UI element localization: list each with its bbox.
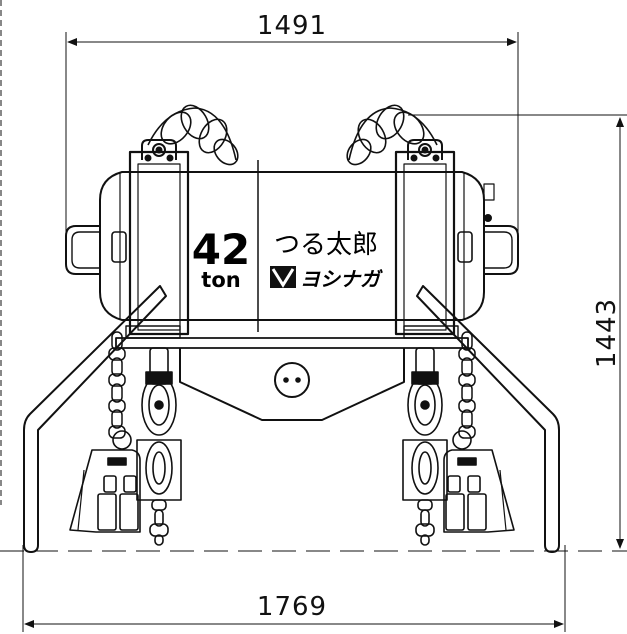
top-chain-left [147,104,239,166]
center-hole [274,362,310,398]
pulley-left [136,347,182,546]
product-name: つる太郎 [274,230,378,260]
hanging-chain-right [458,331,476,439]
hanging-chain-left [108,331,126,439]
capacity-number: 42 [192,225,250,274]
top-chain-right [346,104,438,166]
handle-right [484,225,519,275]
brand-logo: ヨシナガ [270,266,383,291]
clamp-jaw-left [69,430,141,533]
handle-left [65,225,100,275]
clamp-jaw-right [443,430,515,533]
dimension-top-label: 1491 [257,11,327,41]
guard-rail-left [23,285,167,553]
dimension-bottom: 1769 [22,545,566,632]
brand-name: ヨシナガ [300,267,383,291]
cross-bar [115,337,469,349]
guard-rail-right [416,285,560,553]
dimension-bottom-label: 1769 [257,592,327,622]
eyebolt-right [407,139,443,162]
lower-plate [179,348,405,421]
lifting-clamp-drawing [23,104,560,553]
capacity-unit: ton [201,268,240,292]
dimension-right: 1443 [408,114,627,549]
dimension-right-label: 1443 [592,298,622,368]
eyebolt-left [141,139,177,162]
main-body [99,171,485,321]
brand-logo-icon [270,266,296,288]
pulley-right [402,347,448,546]
dimension-top: 1491 [65,11,519,240]
